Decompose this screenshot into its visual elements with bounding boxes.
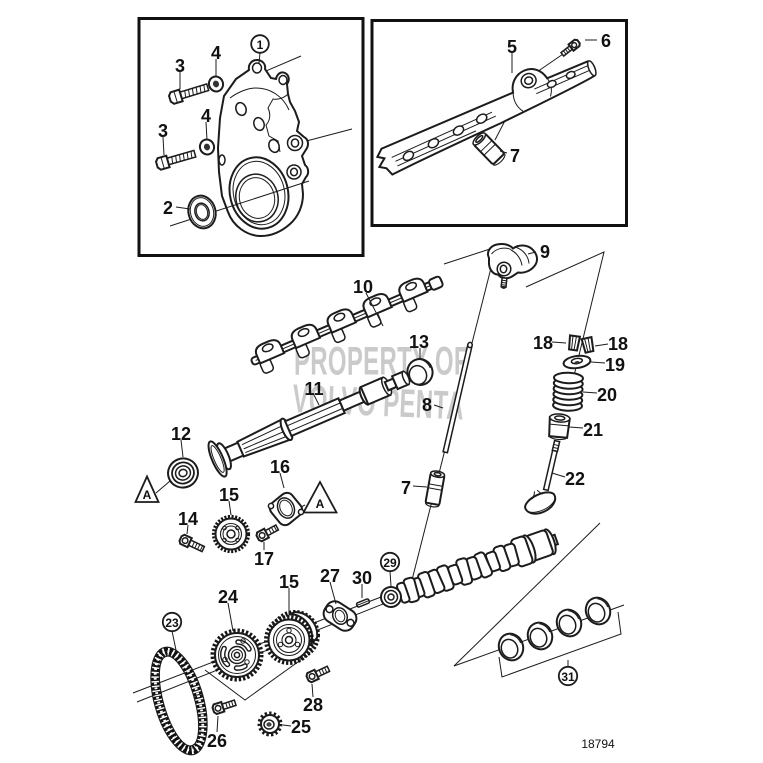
svg-text:7: 7 (510, 146, 520, 166)
svg-text:20: 20 (597, 385, 617, 405)
svg-text:4: 4 (201, 106, 211, 126)
svg-text:18: 18 (608, 334, 628, 354)
svg-text:6: 6 (601, 31, 611, 51)
svg-text:30: 30 (352, 568, 372, 588)
svg-text:12: 12 (171, 424, 191, 444)
svg-text:13: 13 (409, 332, 429, 352)
svg-text:2: 2 (163, 198, 173, 218)
svg-text:3: 3 (175, 56, 185, 76)
svg-text:8: 8 (422, 395, 432, 415)
svg-text:16: 16 (270, 457, 290, 477)
svg-text:21: 21 (583, 420, 603, 440)
svg-text:29: 29 (383, 556, 397, 570)
svg-text:22: 22 (565, 469, 585, 489)
svg-text:A: A (143, 488, 152, 502)
svg-text:26: 26 (207, 731, 227, 751)
svg-text:9: 9 (540, 242, 550, 262)
svg-text:24: 24 (218, 587, 238, 607)
svg-text:3: 3 (158, 121, 168, 141)
svg-text:A: A (316, 497, 325, 511)
svg-text:7: 7 (401, 478, 411, 498)
svg-text:10: 10 (353, 277, 373, 297)
svg-text:17: 17 (254, 549, 274, 569)
svg-text:25: 25 (291, 717, 311, 737)
svg-text:11: 11 (304, 379, 323, 399)
svg-text:23: 23 (165, 616, 179, 630)
svg-text:18: 18 (533, 333, 553, 353)
svg-text:18794: 18794 (581, 737, 615, 751)
svg-text:PROPERTY OF: PROPERTY OF (294, 338, 469, 383)
svg-text:5: 5 (507, 37, 517, 57)
svg-text:28: 28 (303, 695, 323, 715)
svg-text:15: 15 (219, 485, 239, 505)
svg-text:14: 14 (178, 509, 198, 529)
svg-text:31: 31 (561, 670, 575, 684)
svg-text:19: 19 (605, 355, 625, 375)
svg-text:27: 27 (320, 566, 340, 586)
svg-text:4: 4 (211, 43, 221, 63)
svg-text:15: 15 (279, 572, 299, 592)
svg-text:1: 1 (257, 38, 264, 52)
